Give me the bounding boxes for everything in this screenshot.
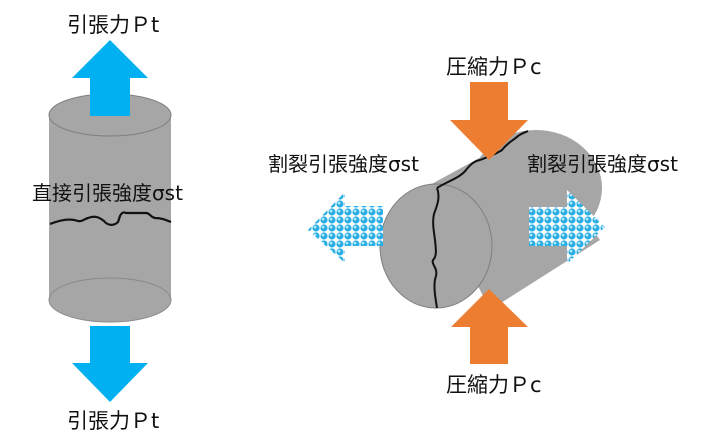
bottom-compression-label: 圧縮力Ｐc — [446, 373, 542, 397]
top-compression-label: 圧縮力Ｐc — [446, 55, 542, 79]
split-tension-arrow-left-icon — [308, 192, 383, 263]
split-tension-arrow-right-icon — [529, 190, 605, 264]
horizontal-crack — [49, 211, 172, 226]
top-tension-label: 引張力Ｐt — [67, 13, 159, 37]
direct-tension-cylinder — [48, 93, 172, 323]
tension-arrow-down-icon — [72, 326, 148, 402]
vertical-crack — [431, 187, 440, 309]
right-splitting-strength-label: 割裂引張強度σst — [527, 152, 678, 176]
compression-arrow-up-icon — [451, 289, 528, 364]
compression-arrow-down-icon — [450, 82, 528, 160]
left-splitting-strength-label: 割裂引張強度σst — [268, 152, 419, 176]
direct-tensile-strength-label: 直接引張強度σst — [32, 181, 183, 205]
tension-arrow-up-icon — [72, 40, 148, 116]
bottom-tension-label: 引張力Ｐt — [67, 409, 159, 433]
